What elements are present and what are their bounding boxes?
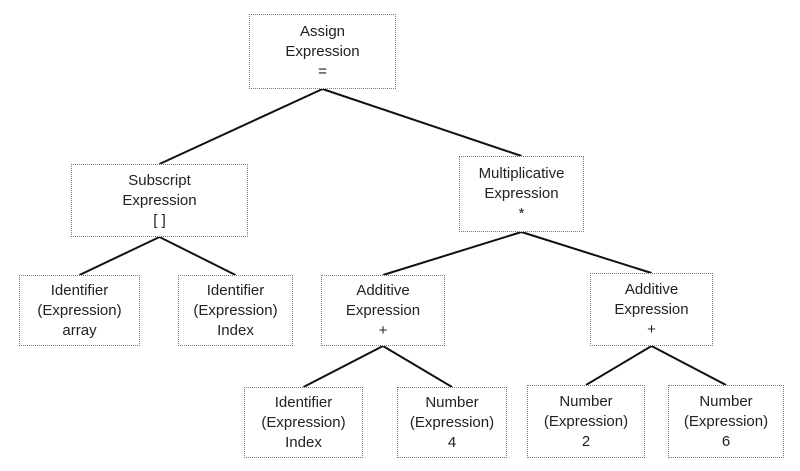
node-line: Number bbox=[699, 392, 753, 410]
node-line: (Expression) bbox=[409, 413, 495, 431]
node-line: * bbox=[518, 205, 525, 222]
edge-assign-multiply bbox=[322, 88, 522, 157]
node-line: = bbox=[318, 62, 327, 80]
node-line: Index bbox=[285, 433, 322, 451]
node-line: Expression bbox=[285, 42, 360, 60]
node-number-6: Number (Expression) 6 bbox=[668, 385, 784, 458]
node-line: 2 bbox=[581, 432, 591, 450]
edge-multiply-add_left bbox=[382, 231, 522, 276]
node-line: Subscript bbox=[128, 171, 191, 189]
node-line: (Expression) bbox=[37, 301, 122, 319]
node-line: + bbox=[647, 320, 656, 338]
node-line: + bbox=[378, 321, 388, 339]
node-line: (Expression) bbox=[193, 301, 278, 319]
node-line: Expression bbox=[484, 185, 559, 202]
node-line: Additive bbox=[356, 281, 410, 299]
node-line: [ ] bbox=[153, 211, 166, 229]
edge-assign-subscript bbox=[159, 88, 323, 165]
edge-add_right-num_2 bbox=[585, 345, 653, 386]
node-line: 4 bbox=[447, 433, 457, 451]
node-line: Expression bbox=[122, 191, 197, 209]
node-number-4: Number (Expression) 4 bbox=[397, 387, 507, 458]
node-additive-expression-right: Additive Expression + bbox=[590, 273, 713, 346]
node-line: (Expression) bbox=[683, 412, 769, 430]
node-line: 6 bbox=[721, 432, 731, 450]
edge-add_left-id_index2 bbox=[303, 345, 384, 388]
node-line: Multiplicative bbox=[478, 165, 565, 182]
node-line: Assign bbox=[299, 22, 346, 40]
edge-subscript-id_array bbox=[79, 236, 160, 276]
node-line: Identifier bbox=[206, 281, 265, 299]
node-number-2: Number (Expression) 2 bbox=[527, 385, 645, 458]
node-multiplicative-expression: Multiplicative Expression * bbox=[459, 156, 584, 232]
edge-add_right-num_6 bbox=[651, 345, 727, 386]
node-identifier-index: Identifier (Expression) Index bbox=[178, 275, 293, 346]
node-identifier-array: Identifier (Expression) array bbox=[19, 275, 140, 346]
node-line: Additive bbox=[624, 280, 679, 298]
node-line: Identifier bbox=[274, 393, 333, 411]
node-additive-expression-left: Additive Expression + bbox=[321, 275, 445, 346]
node-line: Identifier bbox=[50, 281, 109, 299]
node-assign-expression: Assign Expression = bbox=[249, 14, 396, 89]
node-line: (Expression) bbox=[543, 412, 629, 430]
edge-multiply-add_right bbox=[521, 231, 652, 274]
edge-subscript-id_index bbox=[159, 236, 236, 276]
node-line: Expression bbox=[345, 301, 421, 319]
node-line: Index bbox=[217, 321, 254, 339]
node-subscript-expression: Subscript Expression [ ] bbox=[71, 164, 248, 237]
node-identifier-index-2: Identifier (Expression) Index bbox=[244, 387, 363, 458]
node-line: array bbox=[62, 321, 97, 339]
node-line: Number bbox=[559, 392, 613, 410]
node-line: (Expression) bbox=[261, 413, 346, 431]
edge-add_left-num_4 bbox=[382, 345, 453, 388]
node-line: Number bbox=[425, 393, 479, 411]
node-line: Expression bbox=[614, 300, 689, 318]
